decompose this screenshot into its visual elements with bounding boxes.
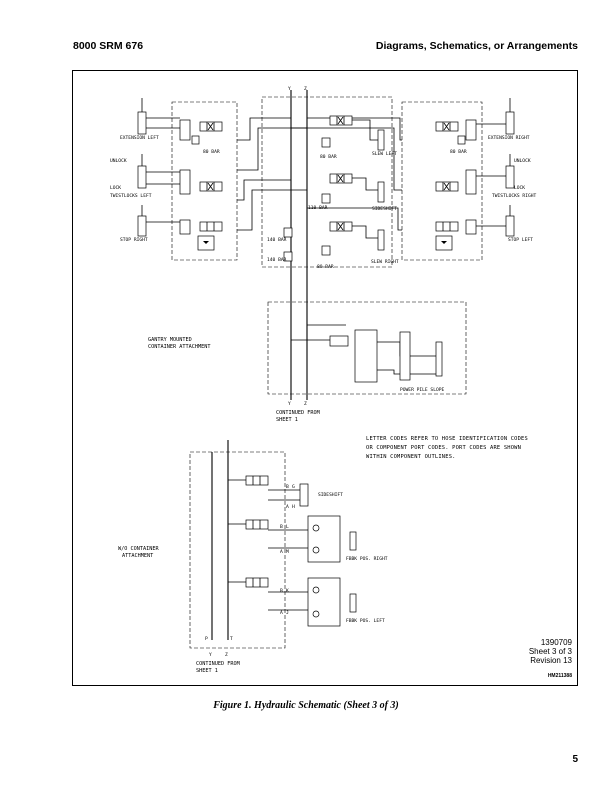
gantry-attachment-outline — [267, 301, 467, 395]
cylinder-extension-left — [137, 98, 180, 135]
cylinder-twistlocks-left — [137, 154, 180, 189]
cylinder-stop-right — [137, 205, 180, 237]
label-wo-container-1: W/O CONTAINER — [118, 546, 159, 552]
valve-power-pile-slope — [329, 329, 378, 383]
schematic-frame — [72, 70, 578, 686]
label-continued-mid-2: SHEET 1 — [276, 417, 298, 423]
cylinder-twistlocks-right — [476, 154, 515, 189]
label-continued-bot-2: SHEET 1 — [196, 668, 218, 674]
label-extension-left: EXTENSION LEFT — [120, 135, 159, 141]
label-80-bar-a: 80 BAR — [203, 149, 220, 155]
label-stop-right: STOP RIGHT — [120, 237, 148, 243]
port-y-mid: Y — [288, 401, 291, 407]
port-h: H — [292, 504, 295, 510]
label-lock-right: LOCK — [514, 185, 525, 191]
page-number: 5 — [572, 754, 578, 765]
valve-left-1 — [179, 119, 223, 145]
label-80-bar-c: 80 BAR — [317, 264, 334, 270]
port-y-bot: Y — [209, 652, 212, 658]
cylinder-fbbk-left — [349, 593, 357, 613]
cylinder-stop-left — [476, 205, 515, 237]
port-g: G — [292, 484, 295, 490]
port-z-bot: Z — [225, 652, 228, 658]
valve-center-2 — [321, 173, 353, 204]
note-line-3: WITHIN COMPONENT OUTLINES. — [366, 454, 456, 460]
header-section-title: Diagrams, Schematics, or Arrangements — [375, 40, 578, 52]
valve-left-3 — [179, 219, 223, 251]
port-a-1: A — [286, 504, 289, 510]
label-unlock-right: UNLOCK — [514, 158, 531, 164]
left-valve-block-outline — [171, 101, 238, 261]
label-continued-mid-1: CONTINUED FROM — [276, 410, 320, 416]
valve-sideshift-low — [245, 475, 269, 486]
label-gantry-2: CONTAINER ATTACHMENT — [148, 344, 210, 350]
label-extension-right: EXTENSION RIGHT — [488, 135, 530, 141]
label-sideshift-top: SIDESHIFT — [372, 206, 397, 212]
valve-fbbk-right — [245, 515, 341, 563]
label-80-bar-b: 80 BAR — [320, 154, 337, 160]
port-y-top: Y — [288, 86, 291, 92]
label-fbbk-left: FBBK POS. LEFT — [346, 618, 385, 624]
label-lock-left: LOCK — [110, 185, 121, 191]
port-m: M — [286, 549, 289, 555]
label-80-bar-d: 80 BAR — [450, 149, 467, 155]
label-stop-left: STOP LEFT — [508, 237, 533, 243]
label-twistlocks-left: TWISTLOCKS LEFT — [110, 193, 152, 199]
label-wo-container-2: ATTACHMENT — [122, 553, 153, 559]
cylinder-sideshift-low — [299, 483, 309, 507]
label-unlock-left: UNLOCK — [110, 158, 127, 164]
port-k: K — [286, 588, 289, 594]
port-b-1: B — [286, 484, 289, 490]
label-continued-bot-1: CONTINUED FROM — [196, 661, 240, 667]
cylinder-pile-slope-2 — [435, 341, 443, 377]
cylinder-fbbk-right — [349, 531, 357, 551]
valve-right-3 — [435, 219, 477, 251]
port-a-3: A — [280, 610, 283, 616]
wo-container-valve-block-outline — [189, 451, 286, 649]
label-sideshift-low: SIDESHIFT — [318, 492, 343, 498]
cylinder-sideshift-top — [377, 181, 385, 203]
label-slew-right: SLEW RIGHT — [371, 259, 399, 265]
port-a-2: A — [280, 549, 283, 555]
cylinder-slew-left — [377, 129, 385, 151]
label-110-bar: 110 BAR — [308, 205, 328, 211]
port-b-3: B — [280, 588, 283, 594]
label-fbbk-right: FBBK POS. RIGHT — [346, 556, 388, 562]
valve-right-1 — [435, 119, 477, 145]
valve-center-3 — [283, 221, 353, 262]
cylinder-slew-right — [377, 229, 385, 251]
sheet-info: 1390709 Sheet 3 of 3 Revision 13 — [529, 638, 572, 665]
note-line-2: OR COMPONENT PORT CODES. PORT CODES ARE … — [366, 445, 521, 451]
port-z-mid: Z — [304, 401, 307, 407]
port-b-2: B — [280, 524, 283, 530]
valve-fbbk-left — [245, 577, 341, 627]
label-slew-left: SLEW LEFT — [372, 151, 397, 157]
port-t: T — [230, 636, 233, 642]
label-140-bar-a: 140 BAR — [267, 237, 287, 243]
cylinder-extension-right — [476, 98, 515, 135]
label-140-bar-b: 140 BAR — [267, 257, 287, 263]
valve-left-2 — [179, 169, 223, 195]
label-twistlocks-right: TWISTLOCKS RIGHT — [492, 193, 536, 199]
right-valve-block-outline — [401, 101, 483, 261]
label-power-pile-slope: POWER PILE SLOPE — [400, 387, 444, 393]
revision: Revision 13 — [530, 656, 572, 665]
note-line-1: LETTER CODES REFER TO HOSE IDENTIFICATIO… — [366, 436, 528, 442]
cylinder-pile-slope-1 — [399, 331, 411, 381]
port-z-top: Z — [304, 86, 307, 92]
figure-caption: Figure 1. Hydraulic Schematic (Sheet 3 o… — [213, 700, 399, 711]
valve-center-1 — [321, 115, 353, 148]
port-p: P — [205, 636, 208, 642]
sheet-count: Sheet 3 of 3 — [528, 647, 572, 656]
hm-number: HM211388 — [547, 673, 572, 679]
header-doc-number: 8000 SRM 676 — [73, 40, 144, 52]
port-j: J — [286, 610, 289, 616]
port-l: L — [286, 524, 289, 530]
valve-right-2 — [435, 169, 477, 195]
drawing-number: 1390709 — [540, 638, 572, 647]
label-gantry-1: GANTRY MOUNTED — [148, 337, 192, 343]
